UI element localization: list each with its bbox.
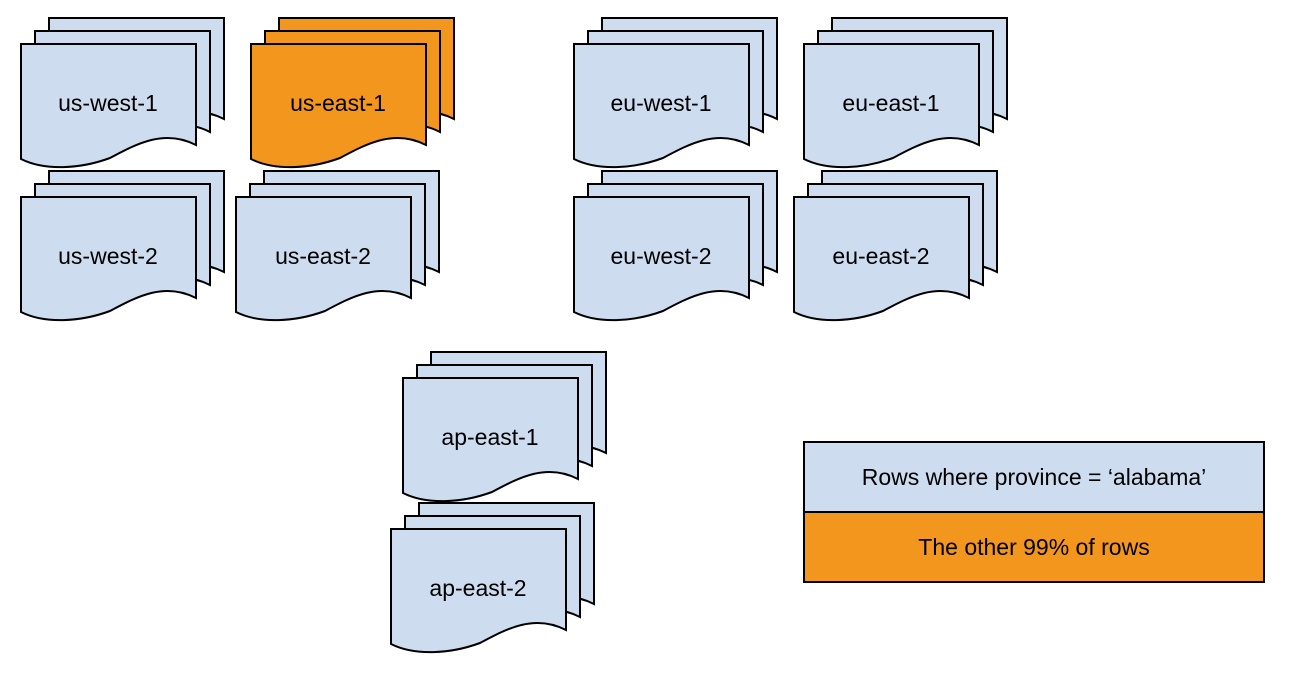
- document-page-icon: [20, 196, 197, 322]
- document-page-icon: [402, 377, 579, 503]
- document-page-icon: [793, 196, 970, 322]
- region-label: eu-east-1: [842, 90, 939, 116]
- document-page-icon: [390, 528, 567, 654]
- region-stack-ap-east-2: ap-east-2: [390, 502, 595, 654]
- region-stack-us-west-1: us-west-1: [20, 17, 225, 169]
- region-label: us-east-2: [275, 243, 371, 269]
- region-stack-us-east-2: us-east-2: [235, 170, 440, 322]
- document-page-icon: [235, 196, 412, 322]
- region-label: eu-west-2: [611, 243, 712, 269]
- region-label: ap-east-2: [429, 575, 526, 601]
- region-label: us-west-1: [58, 90, 158, 116]
- region-stack-us-east-1: us-east-1: [250, 17, 455, 169]
- region-label: eu-west-1: [611, 90, 712, 116]
- document-page-icon: [573, 43, 750, 169]
- region-stack-ap-east-1: ap-east-1: [402, 351, 607, 503]
- region-stack-eu-east-1: eu-east-1: [803, 17, 1008, 169]
- region-stack-eu-west-1: eu-west-1: [573, 17, 778, 169]
- region-label: us-east-1: [290, 90, 386, 116]
- region-stack-eu-east-2: eu-east-2: [793, 170, 998, 322]
- legend-label-other-rows: The other 99% of rows: [918, 533, 1150, 560]
- legend-row-other-rows: The other 99% of rows: [805, 511, 1263, 581]
- region-stack-us-west-2: us-west-2: [20, 170, 225, 322]
- document-page-icon: [250, 43, 427, 169]
- legend: Rows where province = ‘alabama’ The othe…: [803, 441, 1265, 583]
- region-label: ap-east-1: [441, 424, 538, 450]
- region-stack-eu-west-2: eu-west-2: [573, 170, 778, 322]
- document-page-icon: [20, 43, 197, 169]
- legend-label-alabama: Rows where province = ‘alabama’: [861, 463, 1207, 490]
- document-page-icon: [573, 196, 750, 322]
- region-label: eu-east-2: [832, 243, 929, 269]
- legend-row-alabama: Rows where province = ‘alabama’: [805, 443, 1263, 511]
- document-page-icon: [803, 43, 980, 169]
- region-label: us-west-2: [58, 243, 158, 269]
